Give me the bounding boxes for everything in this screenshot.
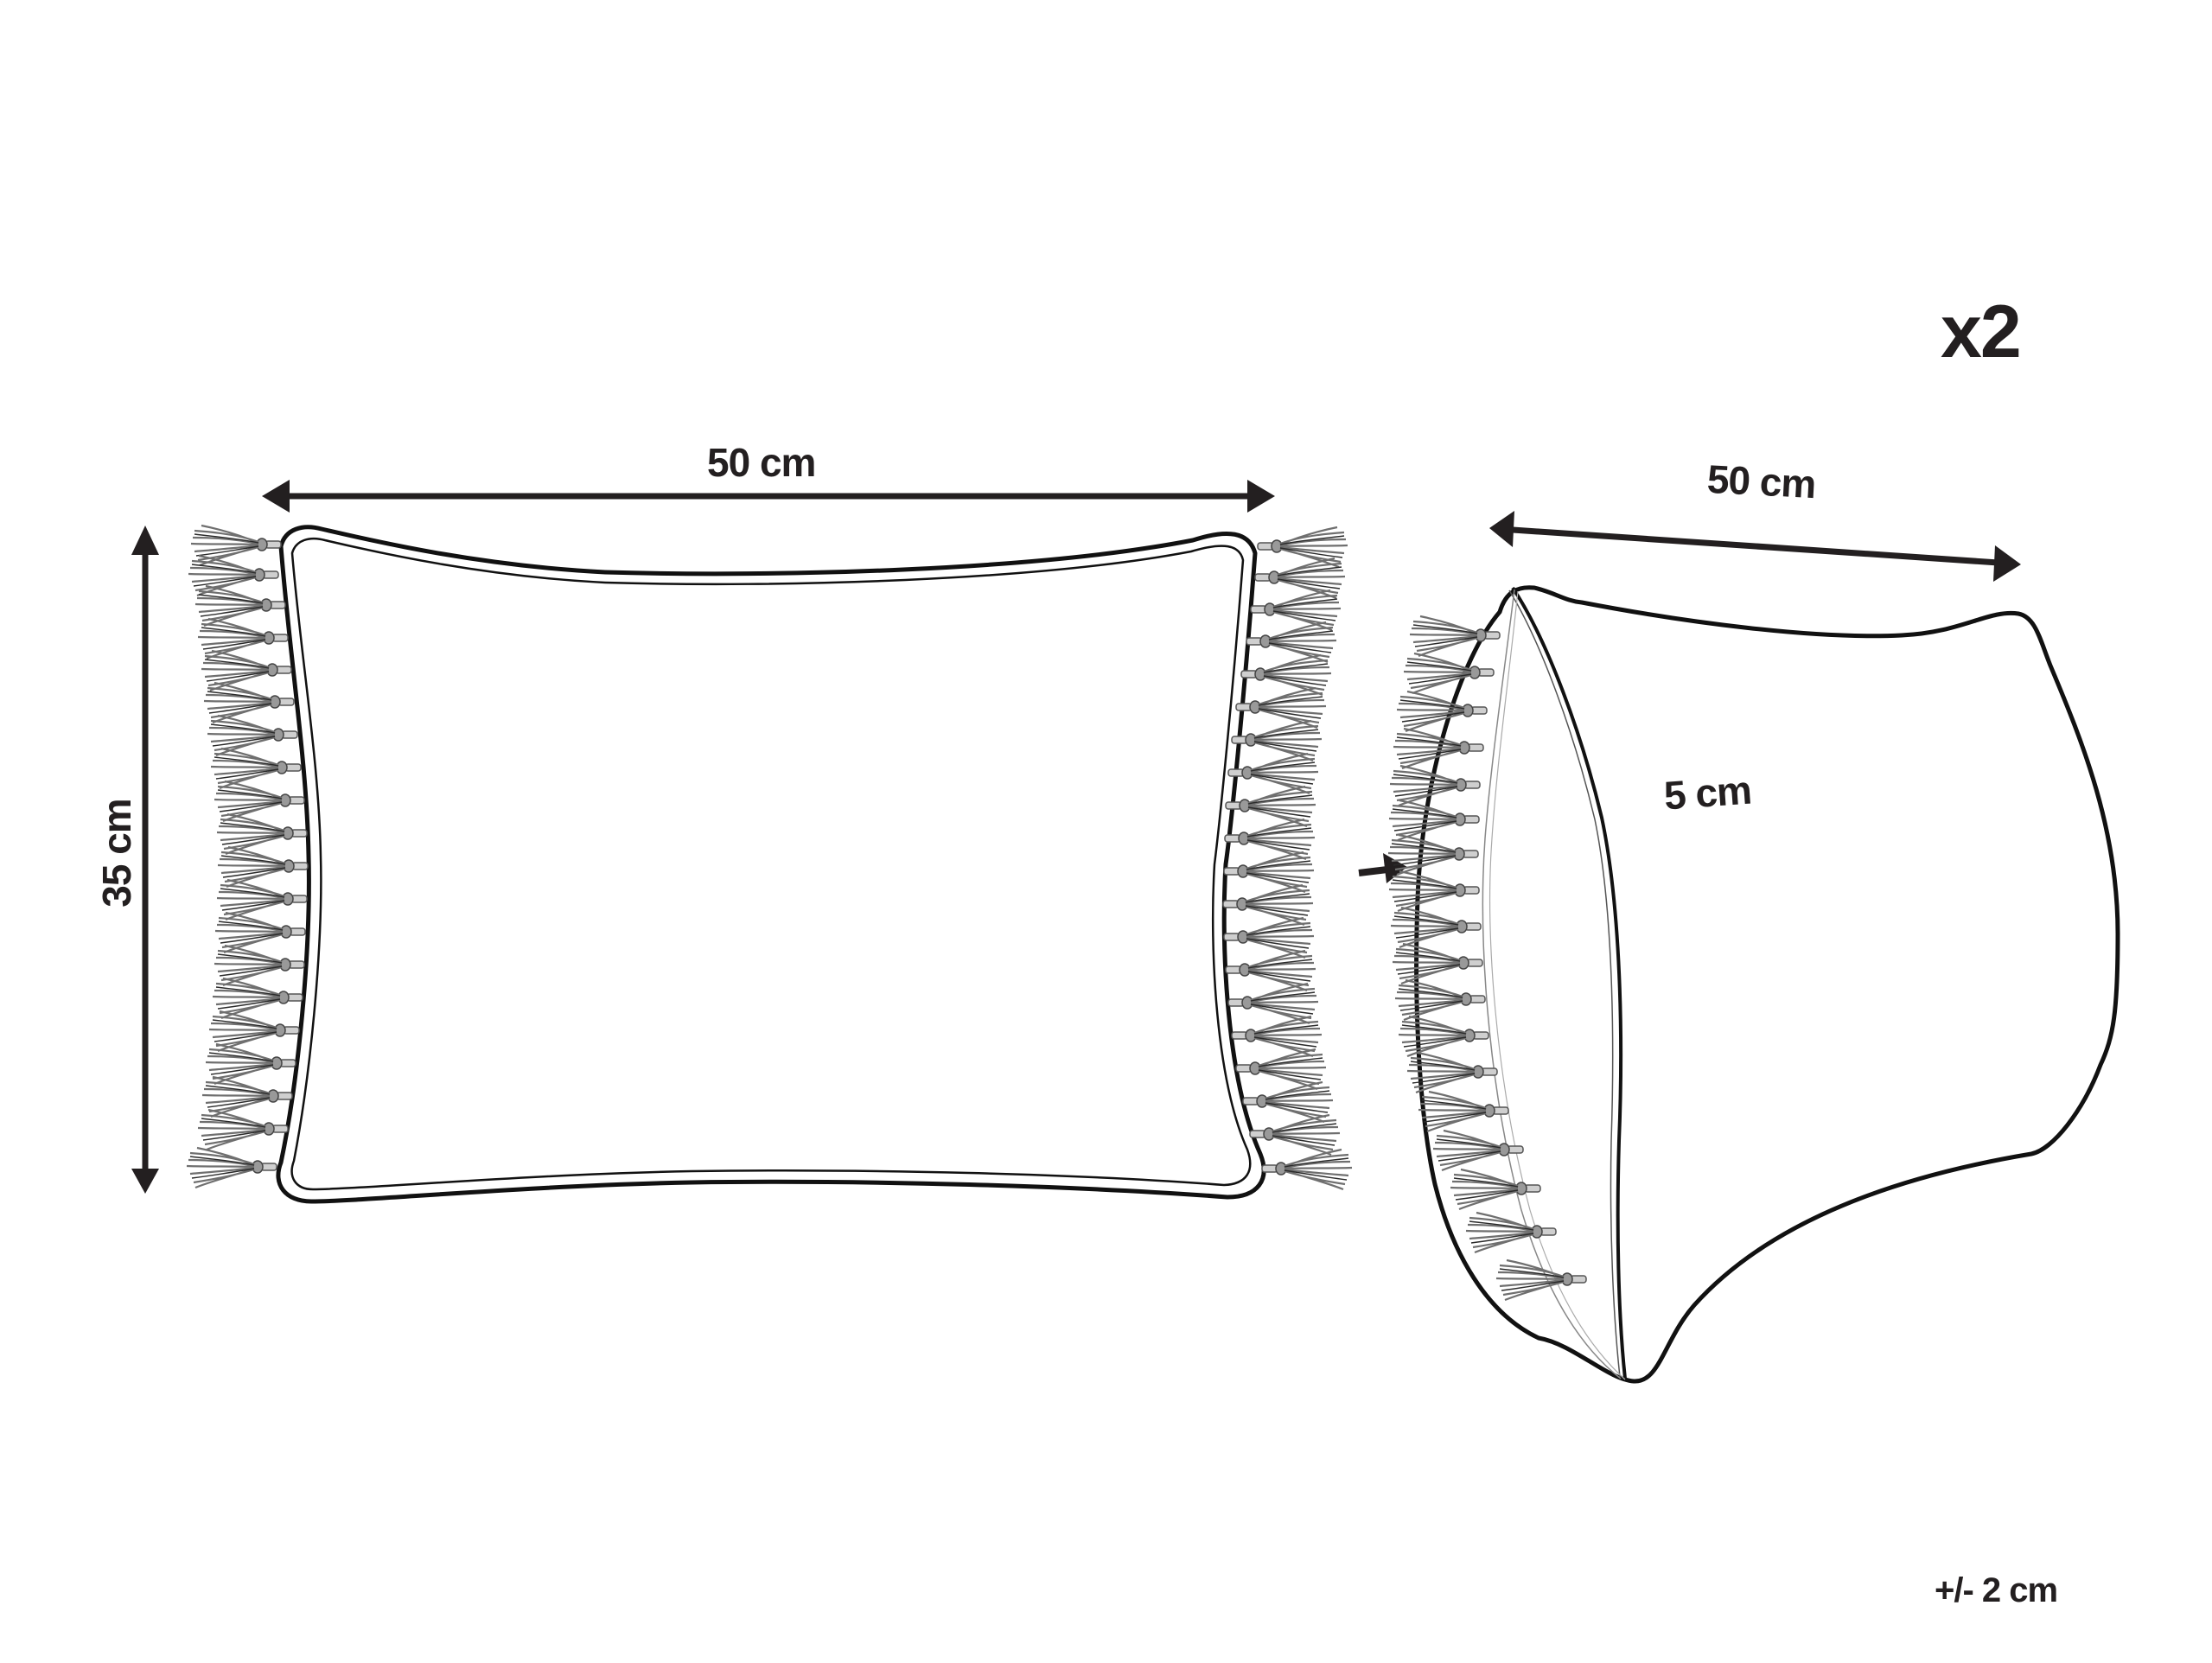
front-pillow-piping [290,537,1252,1191]
side-view [1358,511,2120,1384]
side-pillow-seam-inner [1508,589,1621,1378]
side-width-label: 50 cm [1705,456,1817,507]
front-height-label: 35 cm [94,799,139,908]
front-view [131,480,1354,1204]
front-pillow-outline [276,525,1266,1204]
side-pillow-gusset-line-2 [1489,590,1626,1380]
front-width-label: 50 cm [707,440,816,485]
width-arrow-side [1489,511,2021,582]
side-depth-label: 5 cm [1662,767,1753,819]
side-pillow-gusset-line [1482,589,1622,1379]
side-pillow-seam [1511,586,1627,1379]
quantity-label: x2 [1941,290,2022,373]
side-pillow-outline [1414,585,2120,1384]
tolerance-label: +/- 2 cm [1935,1571,2058,1609]
depth-arrow-left [1358,853,1407,883]
height-arrow-front [131,526,159,1194]
width-arrow-front [262,480,1275,513]
